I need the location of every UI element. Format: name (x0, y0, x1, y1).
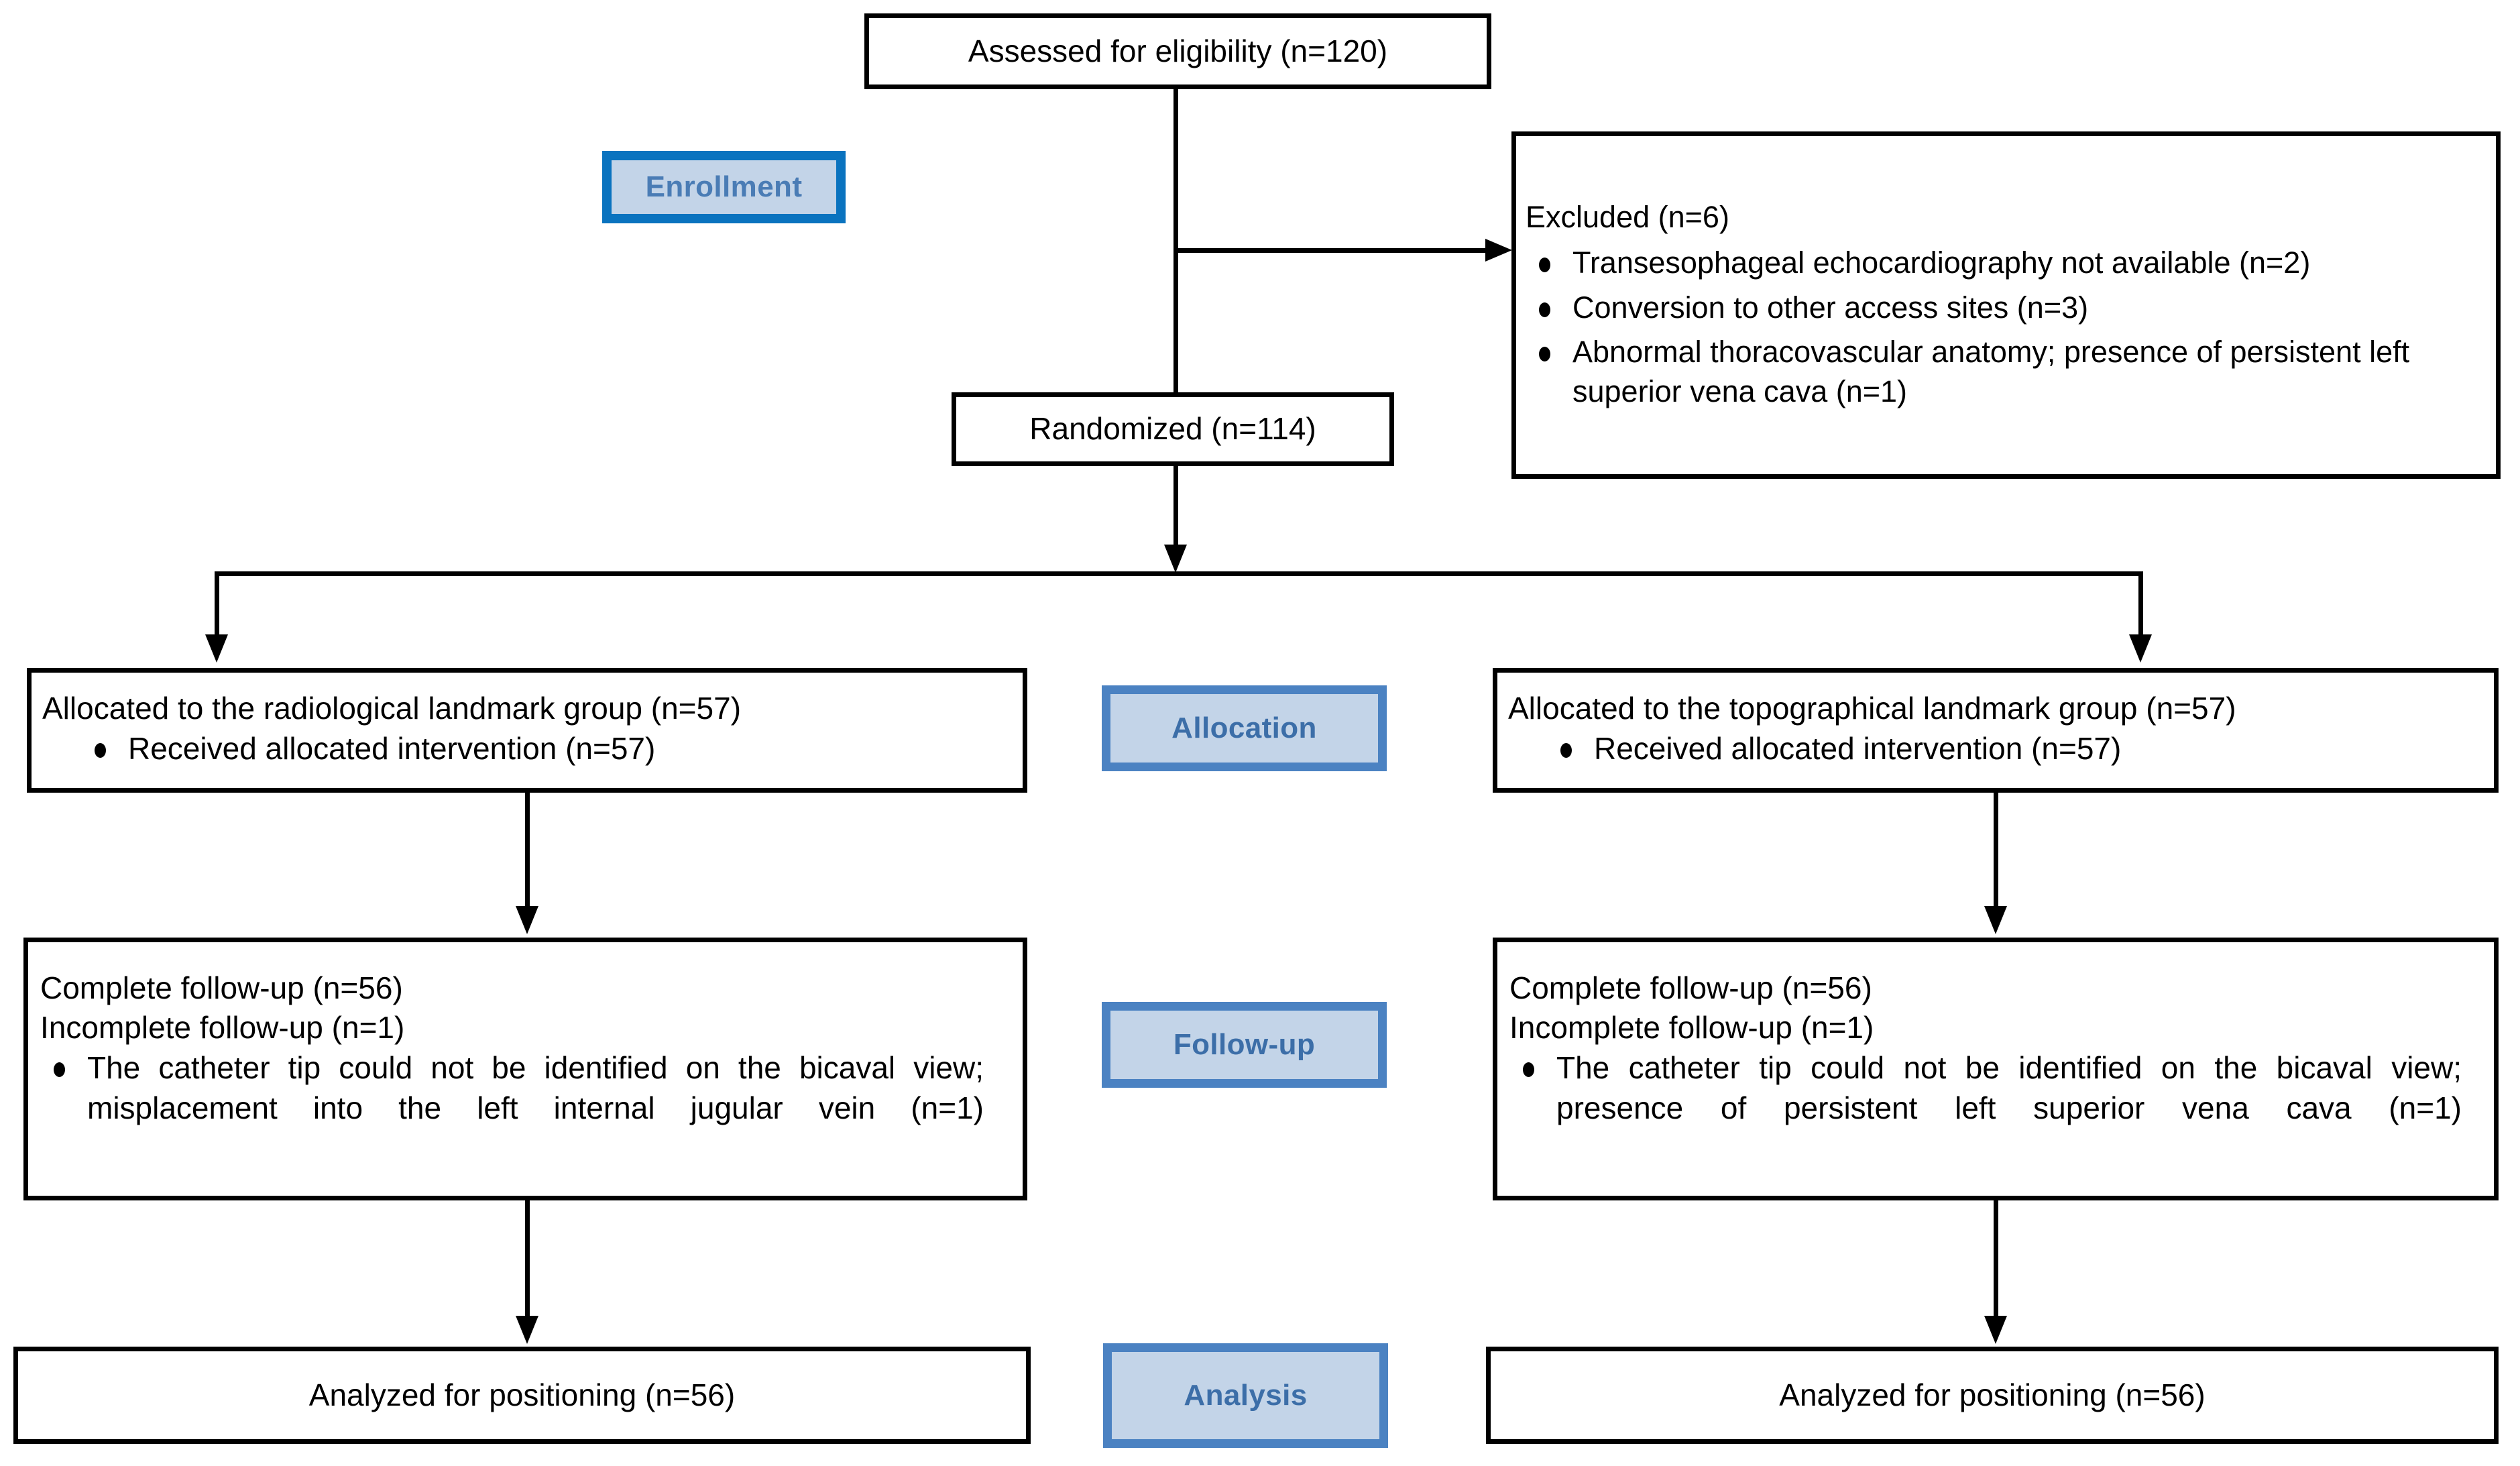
connector-split-to-alloc-right (2138, 571, 2143, 638)
connector-split-to-alloc-left (215, 571, 219, 638)
followup-right-item: The catheter tip could not be identified… (1509, 1048, 2482, 1168)
stage-badge-enrollment-label: Enrollment (645, 170, 803, 203)
connector-followup-right-to-analyzed (1994, 1200, 1998, 1320)
alloc-left-heading: Allocated to the radiological landmark g… (42, 691, 742, 726)
stage-badge-followup: Follow-up (1102, 1002, 1387, 1088)
stage-badge-followup-label: Follow-up (1173, 1028, 1316, 1061)
connector-branch-to-excluded (1178, 248, 1487, 253)
arrowhead-to-alloc-left (205, 634, 228, 663)
excluded-reason-item: Conversion to other access sites (n=3) (1526, 288, 2486, 328)
analyzed-left-text: Analyzed for positioning (n=56) (308, 1377, 736, 1412)
stage-badge-analysis-label: Analysis (1184, 1379, 1308, 1412)
alloc-right-item: Received allocated intervention (n=57) (1547, 729, 2483, 769)
assessed-for-eligibility-text: Assessed for eligibility (n=120) (968, 33, 1388, 68)
excluded-reason-item: Transesophageal echocardiography not ava… (1526, 243, 2486, 283)
randomized-text: Randomized (n=114) (1029, 411, 1316, 447)
stage-badge-analysis: Analysis (1103, 1343, 1388, 1448)
followup-left-list: The catheter tip could not be identified… (40, 1048, 1011, 1168)
followup-left-line1: Complete follow-up (n=56) (40, 970, 403, 1005)
box-followup-topographical: Complete follow-up (n=56) Incomplete fol… (1493, 938, 2499, 1200)
connector-split-bar (215, 571, 2143, 576)
followup-right-line2: Incomplete follow-up (n=1) (1509, 1010, 1874, 1046)
box-assessed-for-eligibility: Assessed for eligibility (n=120) (864, 13, 1491, 89)
arrowhead-to-excluded (1485, 239, 1512, 262)
excluded-heading: Excluded (n=6) (1526, 199, 1729, 234)
connector-followup-left-to-analyzed (525, 1200, 530, 1320)
analyzed-right-text: Analyzed for positioning (n=56) (1779, 1377, 2206, 1412)
alloc-left-item: Received allocated intervention (n=57) (81, 729, 1012, 769)
arrowhead-randomized-to-split (1164, 545, 1187, 573)
stage-badge-enrollment: Enrollment (602, 151, 846, 223)
alloc-right-list: Received allocated intervention (n=57) (1547, 729, 2483, 769)
stage-badge-allocation-label: Allocation (1171, 712, 1317, 744)
box-analyzed-topographical: Analyzed for positioning (n=56) (1486, 1347, 2499, 1444)
followup-left-item: The catheter tip could not be identified… (40, 1048, 1011, 1168)
box-allocated-radiological: Allocated to the radiological landmark g… (27, 668, 1027, 793)
followup-right-list: The catheter tip could not be identified… (1509, 1048, 2482, 1168)
followup-left-line2: Incomplete follow-up (n=1) (40, 1010, 405, 1046)
alloc-right-heading: Allocated to the topographical landmark … (1508, 691, 2236, 726)
excluded-reason-item: Abnormal thoracovascular anatomy; presen… (1526, 333, 2486, 411)
box-followup-radiological: Complete follow-up (n=56) Incomplete fol… (23, 938, 1027, 1200)
connector-alloc-right-to-followup (1994, 793, 1998, 910)
alloc-left-list: Received allocated intervention (n=57) (81, 729, 1012, 769)
stage-badge-allocation: Allocation (1102, 685, 1387, 771)
arrowhead-to-alloc-right (2129, 634, 2152, 663)
connector-eligibility-to-randomized (1173, 89, 1178, 412)
followup-right-line1: Complete follow-up (n=56) (1509, 970, 1872, 1005)
arrowhead-alloc-right-to-followup (1984, 906, 2007, 934)
connector-randomized-down (1173, 466, 1178, 548)
box-analyzed-radiological: Analyzed for positioning (n=56) (13, 1347, 1031, 1444)
arrowhead-alloc-left-to-followup (516, 906, 538, 934)
box-excluded: Excluded (n=6) Transesophageal echocardi… (1511, 131, 2501, 479)
arrowhead-followup-left-to-analyzed (516, 1316, 538, 1344)
connector-alloc-left-to-followup (525, 793, 530, 910)
box-allocated-topographical: Allocated to the topographical landmark … (1493, 668, 2499, 793)
box-randomized: Randomized (n=114) (952, 392, 1394, 466)
excluded-reasons-list: Transesophageal echocardiography not ava… (1526, 243, 2486, 411)
arrowhead-followup-right-to-analyzed (1984, 1316, 2007, 1344)
